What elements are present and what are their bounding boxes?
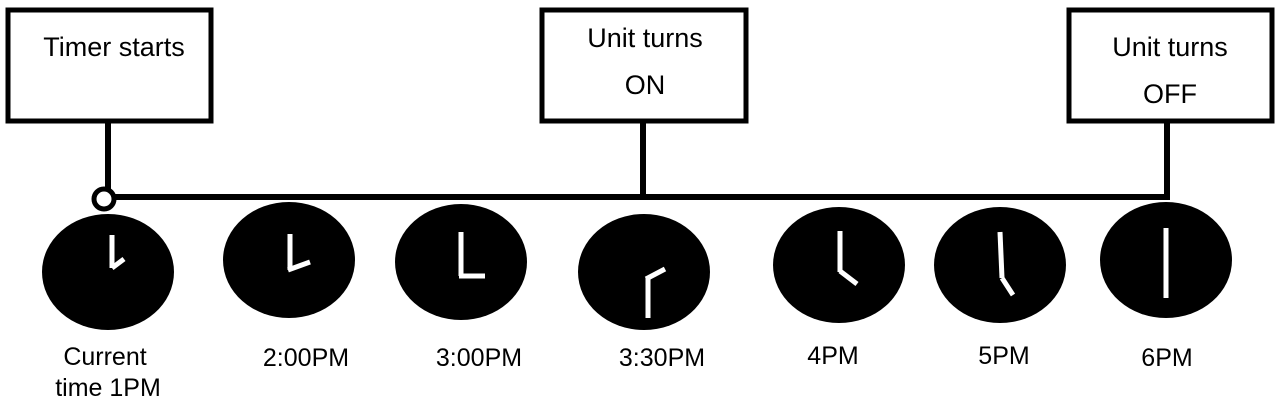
- clock-hands-5pm: [997, 231, 1016, 297]
- clock-6pm: [1100, 202, 1232, 318]
- clock-3pm: [395, 204, 527, 320]
- clock-4pm: [773, 207, 905, 323]
- clock-label-1pm-line-1: Current: [63, 343, 146, 371]
- clock-face-330pm: [578, 214, 710, 330]
- clock-label-2pm: 2:00PM: [263, 344, 349, 372]
- clock-face-1pm: [42, 214, 174, 330]
- event-box-unit-on-line-2: ON: [625, 70, 666, 100]
- clock-hands-3pm: [458, 232, 485, 279]
- event-box-unit-off-line-1: Unit turns: [1112, 32, 1228, 62]
- clock-label-6pm: 6PM: [1141, 344, 1192, 372]
- clock-label-4pm: 4PM: [807, 342, 858, 370]
- event-box-unit-off: Unit turns OFF: [1066, 7, 1275, 124]
- event-box-unit-off-line-2: OFF: [1143, 79, 1197, 109]
- event-box-unit-on: Unit turns ON: [539, 7, 749, 124]
- event-box-unit-on-line-1: Unit turns: [587, 23, 703, 53]
- clock-hands-330pm: [644, 266, 667, 318]
- clock-label-1pm-line-2: time 1PM: [55, 374, 161, 402]
- clock-5pm: [934, 207, 1066, 323]
- clock-label-3pm: 3:00PM: [436, 344, 522, 372]
- clock-hands-1pm: [109, 235, 126, 270]
- clock-330pm: [578, 214, 710, 330]
- clock-label-5pm: 5PM: [978, 342, 1029, 370]
- clock-hands-4pm: [837, 231, 859, 286]
- clock-hands-2pm: [287, 234, 311, 273]
- event-box-timer-starts: Timer starts: [5, 7, 214, 124]
- clock-1pm: [42, 214, 174, 330]
- timeline-start-marker: [91, 186, 117, 212]
- event-box-timer-starts-line-1: Timer starts: [43, 32, 185, 62]
- clock-label-330pm: 3:30PM: [619, 344, 705, 372]
- clock-2pm: [223, 202, 355, 318]
